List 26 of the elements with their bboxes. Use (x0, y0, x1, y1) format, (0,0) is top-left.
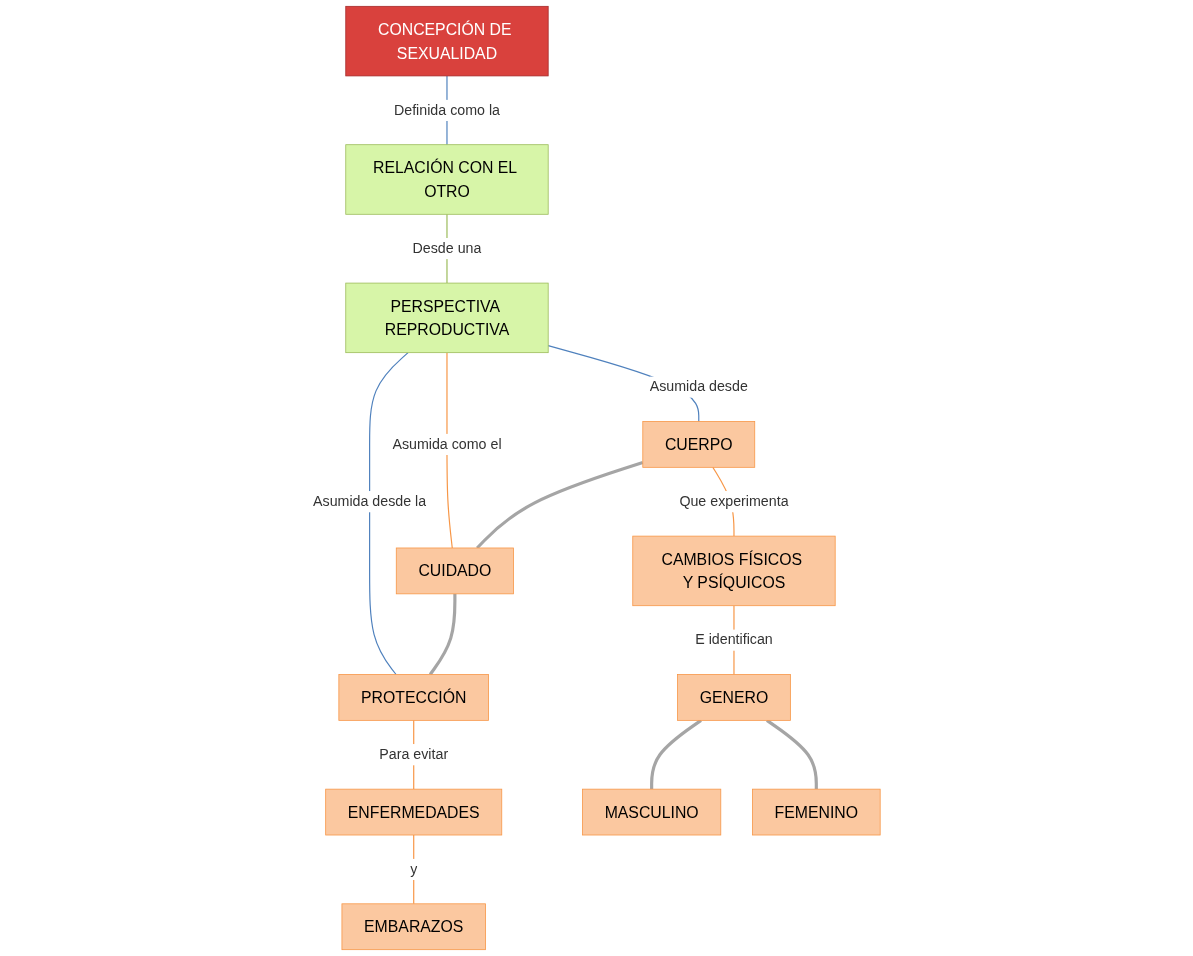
node-box: PROTECCIÓN (338, 674, 489, 721)
edge-label: Asumida como el (392, 436, 502, 452)
node-box: CUERPO (642, 421, 756, 468)
connector (428, 593, 457, 676)
edge-label: Asumida desde (649, 378, 748, 395)
node-box: MASCULINO (582, 788, 722, 836)
node-box: FEMENINO (751, 788, 881, 836)
node-box: GENERO (677, 674, 791, 721)
connector (446, 352, 453, 549)
node-box: CONCEPCIÓN DE SEXUALIDAD (345, 5, 549, 77)
node-box: PERSPECTIVA REPRODUCTIVA (345, 282, 549, 354)
connector (765, 719, 818, 790)
node-box: CAMBIOS FÍSICOS Y PSÍQUICOS (632, 535, 836, 607)
edge-label: Definida como la (393, 102, 500, 118)
connector (649, 719, 702, 790)
edge-label: Que experimenta (679, 493, 789, 510)
edge-label: Asumida desde la (312, 493, 427, 510)
edge-label: Desde una (412, 240, 482, 257)
edge-label: Para evitar (379, 746, 449, 763)
node-box: RELACIÓN CON EL OTRO (345, 144, 549, 215)
edge-label: y (410, 861, 418, 877)
connector (368, 352, 409, 676)
node-box: CUIDADO (395, 547, 514, 595)
node-box: EMBARAZOS (341, 903, 486, 951)
edge-label: E identifican (695, 631, 773, 648)
node-box: ENFERMEDADES (325, 788, 503, 836)
